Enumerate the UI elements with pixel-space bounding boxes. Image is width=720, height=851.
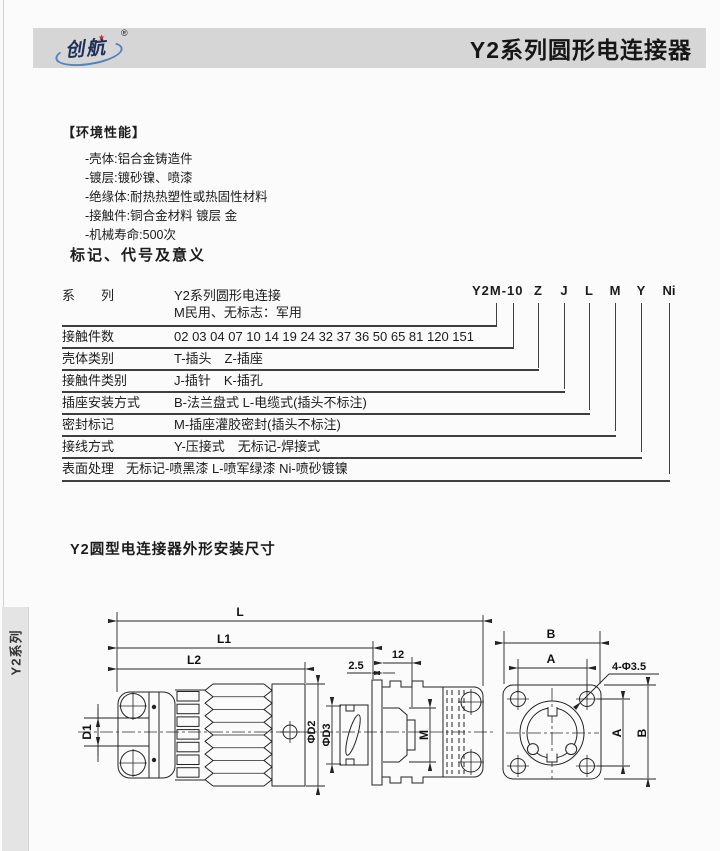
- marking-section-title: 标记、代号及意义: [70, 247, 207, 264]
- dim-label-m: M: [417, 730, 431, 740]
- dim-label-phi-d2: ΦD2: [306, 720, 318, 743]
- row-value: 无标记-喷黑漆 L-喷军绿漆 Ni-喷砂镀镍: [126, 461, 348, 476]
- dim-label-b-top: B: [547, 627, 556, 641]
- part-code-letter: L: [585, 283, 593, 298]
- sidebar-series-label: Y2系列: [8, 629, 24, 676]
- dim-label-l1: L1: [217, 632, 231, 646]
- logo-star-icon: ★: [98, 33, 106, 42]
- row-label: 表面处理: [62, 461, 115, 476]
- page-edge-line: [3, 0, 4, 851]
- row-value: Y-压接式 无标记-焊接式: [174, 439, 321, 454]
- row-rule: [62, 480, 670, 482]
- row-label: 密封标记: [62, 417, 115, 432]
- environment-section: 【环境性能】 -壳体:铝合金铸造件 -镀层:镀砂镍、喷漆 -绝缘体:耐热热塑性或…: [62, 122, 268, 245]
- env-item: -接触件:铜合金材料 镀层 金: [85, 209, 238, 223]
- code-leader-line: [615, 303, 617, 431]
- drawing-section-title: Y2圆型电连接器外形安装尺寸: [70, 542, 276, 558]
- env-item: -绝缘体:耐热热塑性或热固性材料: [85, 190, 268, 204]
- part-code-letter: M: [609, 283, 621, 298]
- marking-row-mounting: 插座安装方式 B-法兰盘式 L-电缆式(插头不标注): [62, 393, 682, 415]
- header-bar: 创航 ★ ® Y2系列圆形电连接器: [33, 28, 706, 71]
- env-item: -壳体:铝合金铸造件: [85, 152, 193, 166]
- dim-label-l2: L2: [187, 653, 201, 667]
- row-rule: [62, 369, 539, 371]
- row-label: 接触件类别: [62, 373, 128, 388]
- marking-row-contact-type: 接触件类别 J-插针 K-插孔: [62, 371, 682, 393]
- code-leader-line: [641, 303, 643, 452]
- row-rule: [62, 347, 514, 349]
- part-code: Y2M-10 Z J L M Y Ni: [62, 283, 682, 298]
- dim-label-phi-d3: ΦD3: [321, 723, 333, 746]
- dim-label-a-side: A: [610, 728, 624, 737]
- plug-side-view: [84, 683, 306, 787]
- row-value: B-法兰盘式 L-电缆式(插头不标注): [174, 395, 367, 410]
- row-rule: [62, 435, 616, 437]
- registered-trademark-icon: ®: [121, 28, 128, 38]
- row-rule: [62, 413, 590, 415]
- row-label: 系 列: [62, 288, 115, 303]
- sidebar-series-tab: Y2系列: [2, 607, 29, 851]
- code-leader-line: [538, 303, 540, 368]
- dim-label-thickness: 2.5: [348, 660, 363, 672]
- marking-row-contact-count: 接触件数 02 03 04 07 10 14 19 24 32 37 36 50 …: [62, 327, 682, 349]
- page-title: Y2系列圆形电连接器: [469, 37, 692, 63]
- row-value: M-插座灌胶密封(插头不标注): [174, 417, 341, 432]
- environment-title: 【环境性能】: [62, 125, 147, 140]
- code-leader-line: [669, 303, 671, 474]
- dim-label-l: L: [236, 605, 243, 619]
- technical-drawing: L L1 L2 D1 ΦD2 ΦD3 2.5 12 M: [78, 605, 659, 796]
- marking-row-finish: 表面处理无标记-喷黑漆 L-喷军绿漆 Ni-喷砂镀镍: [62, 459, 682, 482]
- row-value: T-插头 Z-插座: [174, 351, 263, 366]
- row-value: 02 03 04 07 10 14 19 24 32 37 36 50 65 8…: [174, 329, 474, 344]
- environment-list: -壳体:铝合金铸造件 -镀层:镀砂镍、喷漆 -绝缘体:耐热热塑性或热固性材料 -…: [85, 150, 268, 245]
- code-leader-line: [513, 303, 515, 347]
- dim-label-b-side: B: [635, 728, 649, 737]
- row-rule: [62, 391, 565, 393]
- dim-label-twelve: 12: [392, 649, 404, 661]
- marking-row-seal: 密封标记 M-插座灌胶密封(插头不标注): [62, 415, 682, 437]
- part-code-letter: Y: [636, 283, 646, 298]
- marking-row-termination: 接线方式 Y-压接式 无标记-焊接式: [62, 437, 682, 459]
- row-value: J-插针 K-插孔: [174, 373, 263, 388]
- row-label: 壳体类别: [62, 351, 115, 366]
- env-item: -镀层:镀砂镍、喷漆: [85, 171, 193, 185]
- code-leader-line: [564, 303, 566, 389]
- marking-row-shell-type: 壳体类别 T-插头 Z-插座: [62, 349, 682, 371]
- dimension-lines: L L1 L2 D1 ΦD2 ΦD3 2.5 12 M: [80, 605, 659, 796]
- dim-label-holes: 4-Φ3.5: [612, 661, 646, 673]
- env-item: -机械寿命:500次: [85, 228, 176, 242]
- row-label: 接触件数: [62, 329, 115, 344]
- row-label: 插座安装方式: [62, 395, 141, 410]
- part-code-letter: Ni: [662, 283, 676, 298]
- dim-label-a-top: A: [547, 652, 556, 666]
- part-code-letter: J: [560, 283, 568, 298]
- part-code-letter: Z: [534, 283, 542, 298]
- row-rule: [62, 457, 642, 459]
- receptacle-front-view: [502, 684, 602, 780]
- part-code-prefix: Y2M-10: [472, 283, 524, 298]
- row-label: 接线方式: [62, 439, 115, 454]
- row-rule: [62, 325, 497, 327]
- code-leader-line: [496, 303, 498, 326]
- company-logo: 创航 ★ ®: [51, 28, 143, 71]
- dim-label-d1: D1: [80, 724, 94, 740]
- code-leader-line: [589, 303, 591, 410]
